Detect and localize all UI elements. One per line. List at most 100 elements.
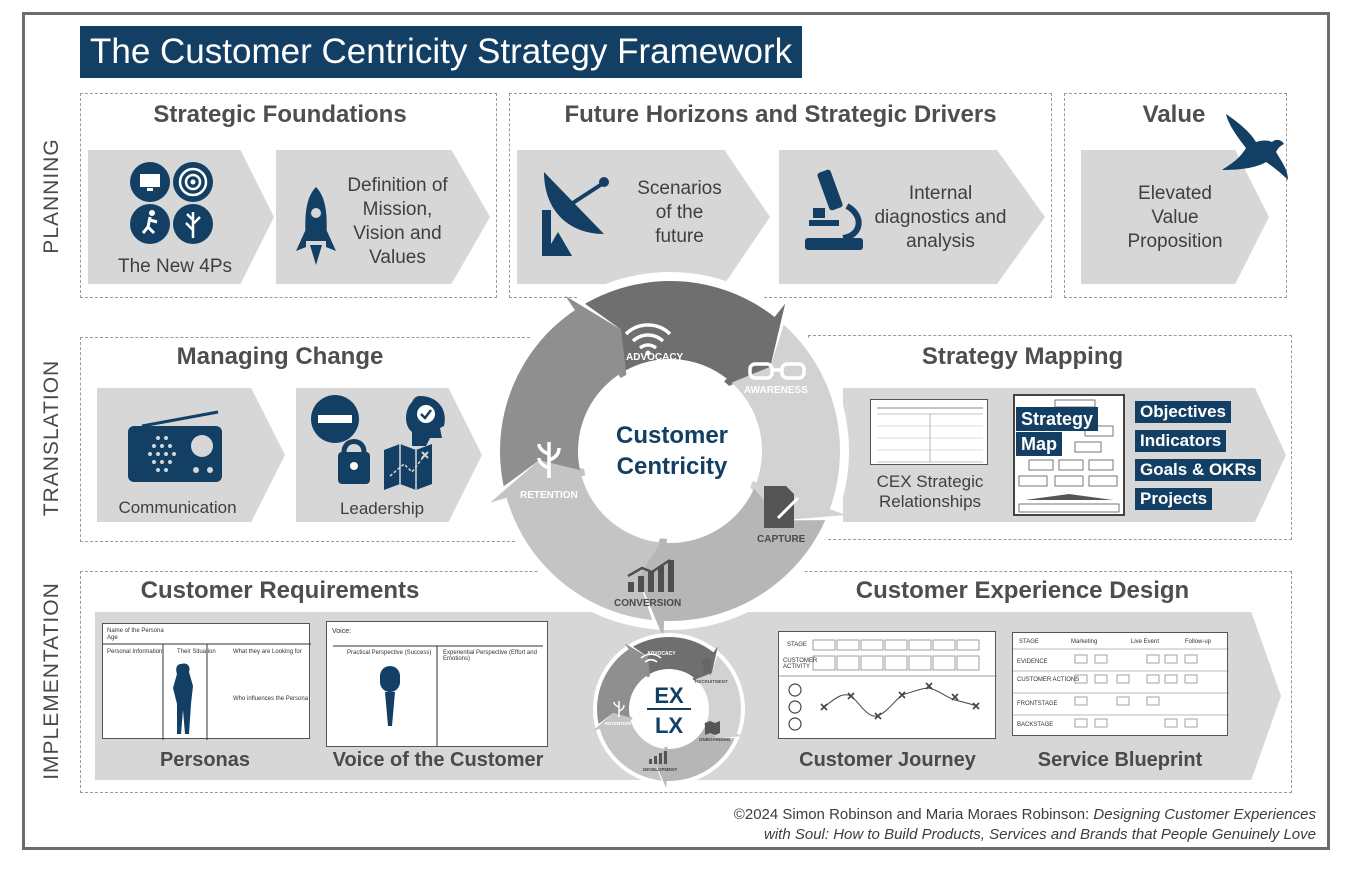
blueprint-col-3: Follow-up <box>1185 639 1212 645</box>
ex-center-bottom: LX <box>655 713 683 738</box>
scenarios-arrow <box>517 150 770 284</box>
blueprint-template: STAGE Marketing Live Event Follow-up EVI… <box>1012 632 1229 736</box>
internal-line-2: diagnostics and <box>874 207 1007 228</box>
value-panel <box>1064 93 1287 298</box>
row-label-planning: PLANNING <box>40 138 63 254</box>
ex-stage-onboarding: ONBOARDING <box>699 737 731 742</box>
four-ps-icon <box>130 162 213 244</box>
section-title-value: Value <box>1142 101 1206 128</box>
radio-icon <box>128 410 222 482</box>
strategy-map-tag-1: Strategy <box>1016 407 1099 431</box>
tag-goals-okrs: Goals & OKRs <box>1135 459 1262 481</box>
scenarios-line-1: Scenarios <box>637 178 722 199</box>
glasses-icon <box>748 362 806 380</box>
eagle-icon <box>1222 114 1288 180</box>
voc-label: Voice of the Customer <box>332 749 544 771</box>
map-icon <box>384 444 432 490</box>
emotion-faces-icon <box>788 683 802 731</box>
ex-cycle-segment-3 <box>655 725 735 788</box>
leadership-icons <box>311 395 445 490</box>
journey-template: STAGE CUSTOMER ACTIVITY <box>778 631 997 739</box>
cycle-stage-conversion: CONVERSION <box>614 598 681 609</box>
section-title-managing-change: Managing Change <box>176 343 384 370</box>
ex-cycle-segment-2 <box>695 655 744 739</box>
blueprint-col-1: Marketing <box>1071 639 1098 645</box>
elevated-label: Elevated Value Proposition <box>1100 182 1250 254</box>
internal-line-3: analysis <box>906 231 975 252</box>
voc-template: Voice: Practical Perspective (Success) E… <box>326 621 548 747</box>
persona-age-field: Age <box>107 635 118 641</box>
credit-plain: ©2024 Simon Robinson and Maria Moraes Ro… <box>733 806 1094 823</box>
document-pen-icon <box>764 486 800 528</box>
blueprint-stage-header: STAGE <box>1019 639 1039 645</box>
ex-lx-cycle: ADVOCACY RECRUITMENT ONBOARDING DEVELOPM… <box>593 633 745 788</box>
persona-name-field: Name of the Persona <box>107 628 164 634</box>
blueprint-row-2: CUSTOMER ACTIONS <box>1017 677 1080 683</box>
ex-wifi-icon <box>640 653 662 663</box>
tag-indicators: Indicators <box>1135 430 1227 452</box>
elevated-line-2: Value <box>1151 207 1199 228</box>
strategic-foundations-panel <box>80 93 497 298</box>
ex-sprout-icon <box>613 701 625 717</box>
blueprint-row-3: FRONTSTAGE <box>1017 701 1058 707</box>
cex-relationships-thumbnail <box>870 399 988 465</box>
value-arrow <box>1081 150 1269 284</box>
mission-line-3: Vision and <box>353 223 442 244</box>
voc-col-1: Practical Perspective (Success) <box>347 650 432 656</box>
journey-activity-line-2: ACTIVITY <box>783 664 811 670</box>
journey-label: Customer Journey <box>799 749 976 771</box>
elevated-line-1: Elevated <box>1138 183 1212 204</box>
outer-frame <box>22 12 1330 850</box>
section-title-strategy-mapping: Strategy Mapping <box>921 343 1124 370</box>
section-title-strategic-foundations: Strategic Foundations <box>153 101 407 128</box>
row-label-translation: TRANSLATION <box>40 359 63 517</box>
tag-objectives: Objectives <box>1135 401 1231 423</box>
scenarios-label: Scenarios of the future <box>617 177 742 249</box>
voc-col-2: Experiential Perspective (Effort and Emo… <box>443 650 537 662</box>
page-title: The Customer Centricity Strategy Framewo… <box>80 26 803 78</box>
persona-col-3: What they are Looking for <box>233 649 302 655</box>
cex-line-2: Relationships <box>878 492 982 511</box>
no-entry-icon <box>311 395 359 443</box>
credit-italic-2: with Soul: How to Build Products, Servic… <box>764 826 1316 843</box>
persona-col-2: Their Situation <box>177 649 216 655</box>
mission-line-1: Definition of <box>347 175 448 196</box>
blueprint-row-1: EVIDENCE <box>1017 659 1048 665</box>
blueprint-row-4: BACKSTAGE <box>1017 722 1054 728</box>
scenarios-line-3: future <box>655 226 704 247</box>
cycle-stage-advocacy: ADVOCACY <box>626 352 684 363</box>
section-title-customer-requirements: Customer Requirements <box>140 577 420 604</box>
padlock-icon <box>338 439 370 484</box>
mission-line-2: Mission, <box>362 199 433 220</box>
cex-label: CEX Strategic Relationships <box>860 472 1000 512</box>
cycle-stage-capture: CAPTURE <box>757 534 806 545</box>
tag-projects: Projects <box>1135 488 1213 510</box>
journey-points <box>820 682 980 720</box>
scenarios-line-2: of the <box>655 202 704 223</box>
leadership-label: Leadership <box>339 499 425 518</box>
microphone-icon <box>380 666 400 726</box>
ex-cycle-segment-1 <box>633 637 718 684</box>
satellite-dish-icon <box>542 172 609 256</box>
new-4ps-label: The New 4Ps <box>117 256 233 277</box>
cycle-segment-4 <box>490 460 661 621</box>
journey-activity-line-1: CUSTOMER <box>783 658 818 664</box>
personas-label: Personas <box>159 749 251 771</box>
row-label-implementation: IMPLEMENTATION <box>40 582 63 780</box>
communication-label: Communication <box>118 498 237 517</box>
mission-line-4: Values <box>369 247 426 268</box>
credit-line-2: with Soul: How to Build Products, Servic… <box>734 825 1316 845</box>
ex-center-top: EX <box>654 683 684 708</box>
ex-stage-advocacy: ADVOCACY <box>647 651 676 657</box>
ex-stage-recruitment: RECRUITMENT <box>695 679 728 684</box>
internal-label: Internal diagnostics and analysis <box>858 182 1023 254</box>
cycle-stage-awareness: AWARENESS <box>744 385 808 396</box>
head-check-icon <box>406 396 445 446</box>
copyright-credit: ©2024 Simon Robinson and Maria Moraes Ro… <box>734 805 1316 845</box>
credit-italic-1: Designing Customer Experiences <box>1093 806 1316 823</box>
sprout-icon <box>537 442 561 478</box>
persona-template: Name of the Persona Age Personal Informa… <box>102 623 311 740</box>
ex-medal-icon <box>702 658 712 675</box>
cycle-segment-2 <box>731 324 846 521</box>
blueprint-label: Service Blueprint <box>1037 749 1203 771</box>
